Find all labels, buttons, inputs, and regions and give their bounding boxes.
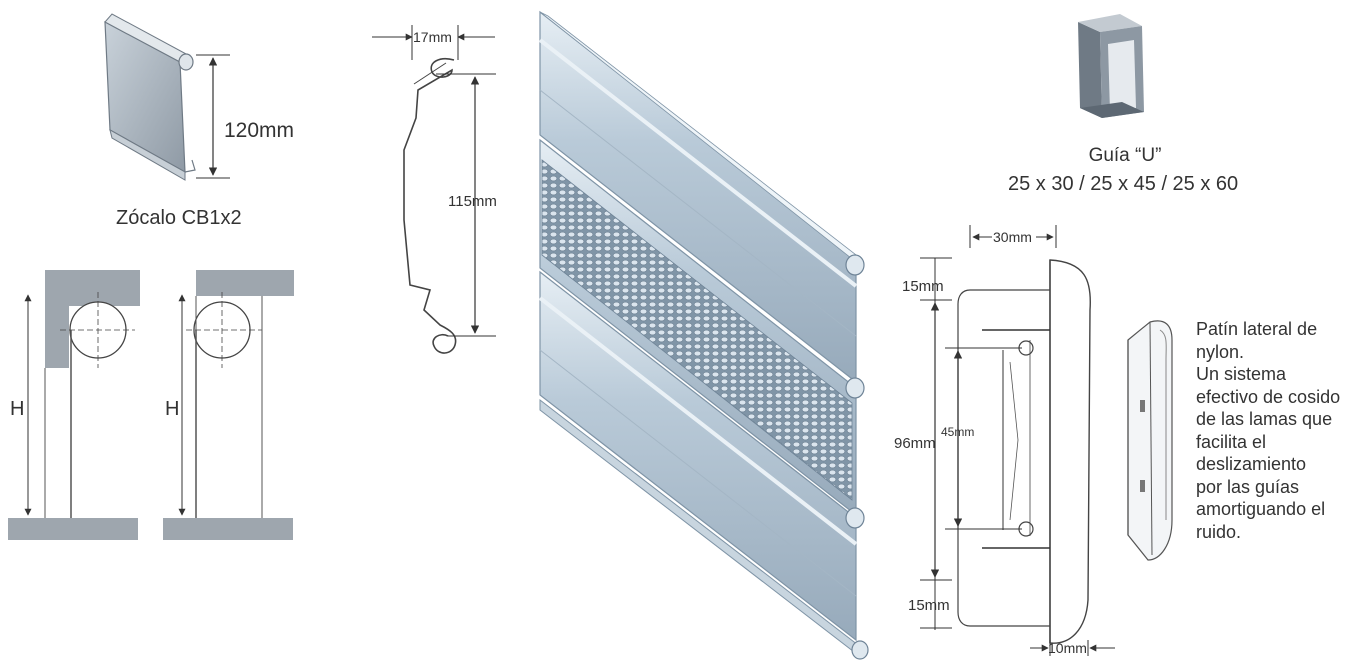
description-line: por las guías bbox=[1196, 476, 1300, 497]
slider-total-height-label: 96mm bbox=[894, 435, 936, 452]
slider-thickness-label: 10mm bbox=[1048, 640, 1087, 656]
description-line: Patín lateral de bbox=[1196, 319, 1318, 339]
height-label-right: H bbox=[165, 398, 179, 420]
description-line: de las lamas que bbox=[1196, 409, 1333, 429]
description-line: facilita el bbox=[1196, 431, 1267, 452]
guide-sizes: 25 x 30 / 25 x 45 / 25 x 60 bbox=[1008, 173, 1239, 195]
section-diagram-left bbox=[8, 270, 140, 540]
profile-height-label: 115mm bbox=[448, 193, 497, 210]
zocalo-caption: Zócalo CB1x2 bbox=[116, 207, 242, 229]
description-line: deslizamiento bbox=[1196, 454, 1307, 474]
height-label-left: H bbox=[10, 398, 24, 420]
description-line: nylon. bbox=[1196, 341, 1245, 362]
slider-top-gap-label: 15mm bbox=[902, 278, 944, 295]
slat-panel-illustration bbox=[538, 10, 869, 660]
slider-description: Patín lateral de nylon. Un sistema efect… bbox=[1196, 318, 1356, 543]
guide-caption: Guía “U” bbox=[1088, 145, 1162, 166]
zocalo-dimension-label: 120mm bbox=[224, 119, 294, 142]
zocalo-profile-illustration bbox=[104, 13, 230, 181]
nylon-slider-drawing bbox=[920, 225, 1115, 656]
slider-hole-spacing-label: 45mm bbox=[941, 425, 974, 439]
slider-3d-illustration bbox=[1127, 320, 1173, 561]
slider-bottom-gap-label: 15mm bbox=[908, 597, 950, 614]
profile-width-label: 17mm bbox=[413, 29, 452, 45]
slat-profile-section bbox=[372, 25, 496, 354]
description-line: ruido. bbox=[1196, 521, 1242, 542]
section-diagram-right bbox=[163, 270, 294, 540]
description-line: efectivo de cosido bbox=[1196, 386, 1341, 407]
description-line: Un sistema bbox=[1196, 364, 1287, 384]
guide-u-illustration bbox=[1078, 14, 1144, 118]
slider-width-label: 30mm bbox=[993, 229, 1032, 245]
description-line: amortiguando el bbox=[1196, 499, 1326, 519]
